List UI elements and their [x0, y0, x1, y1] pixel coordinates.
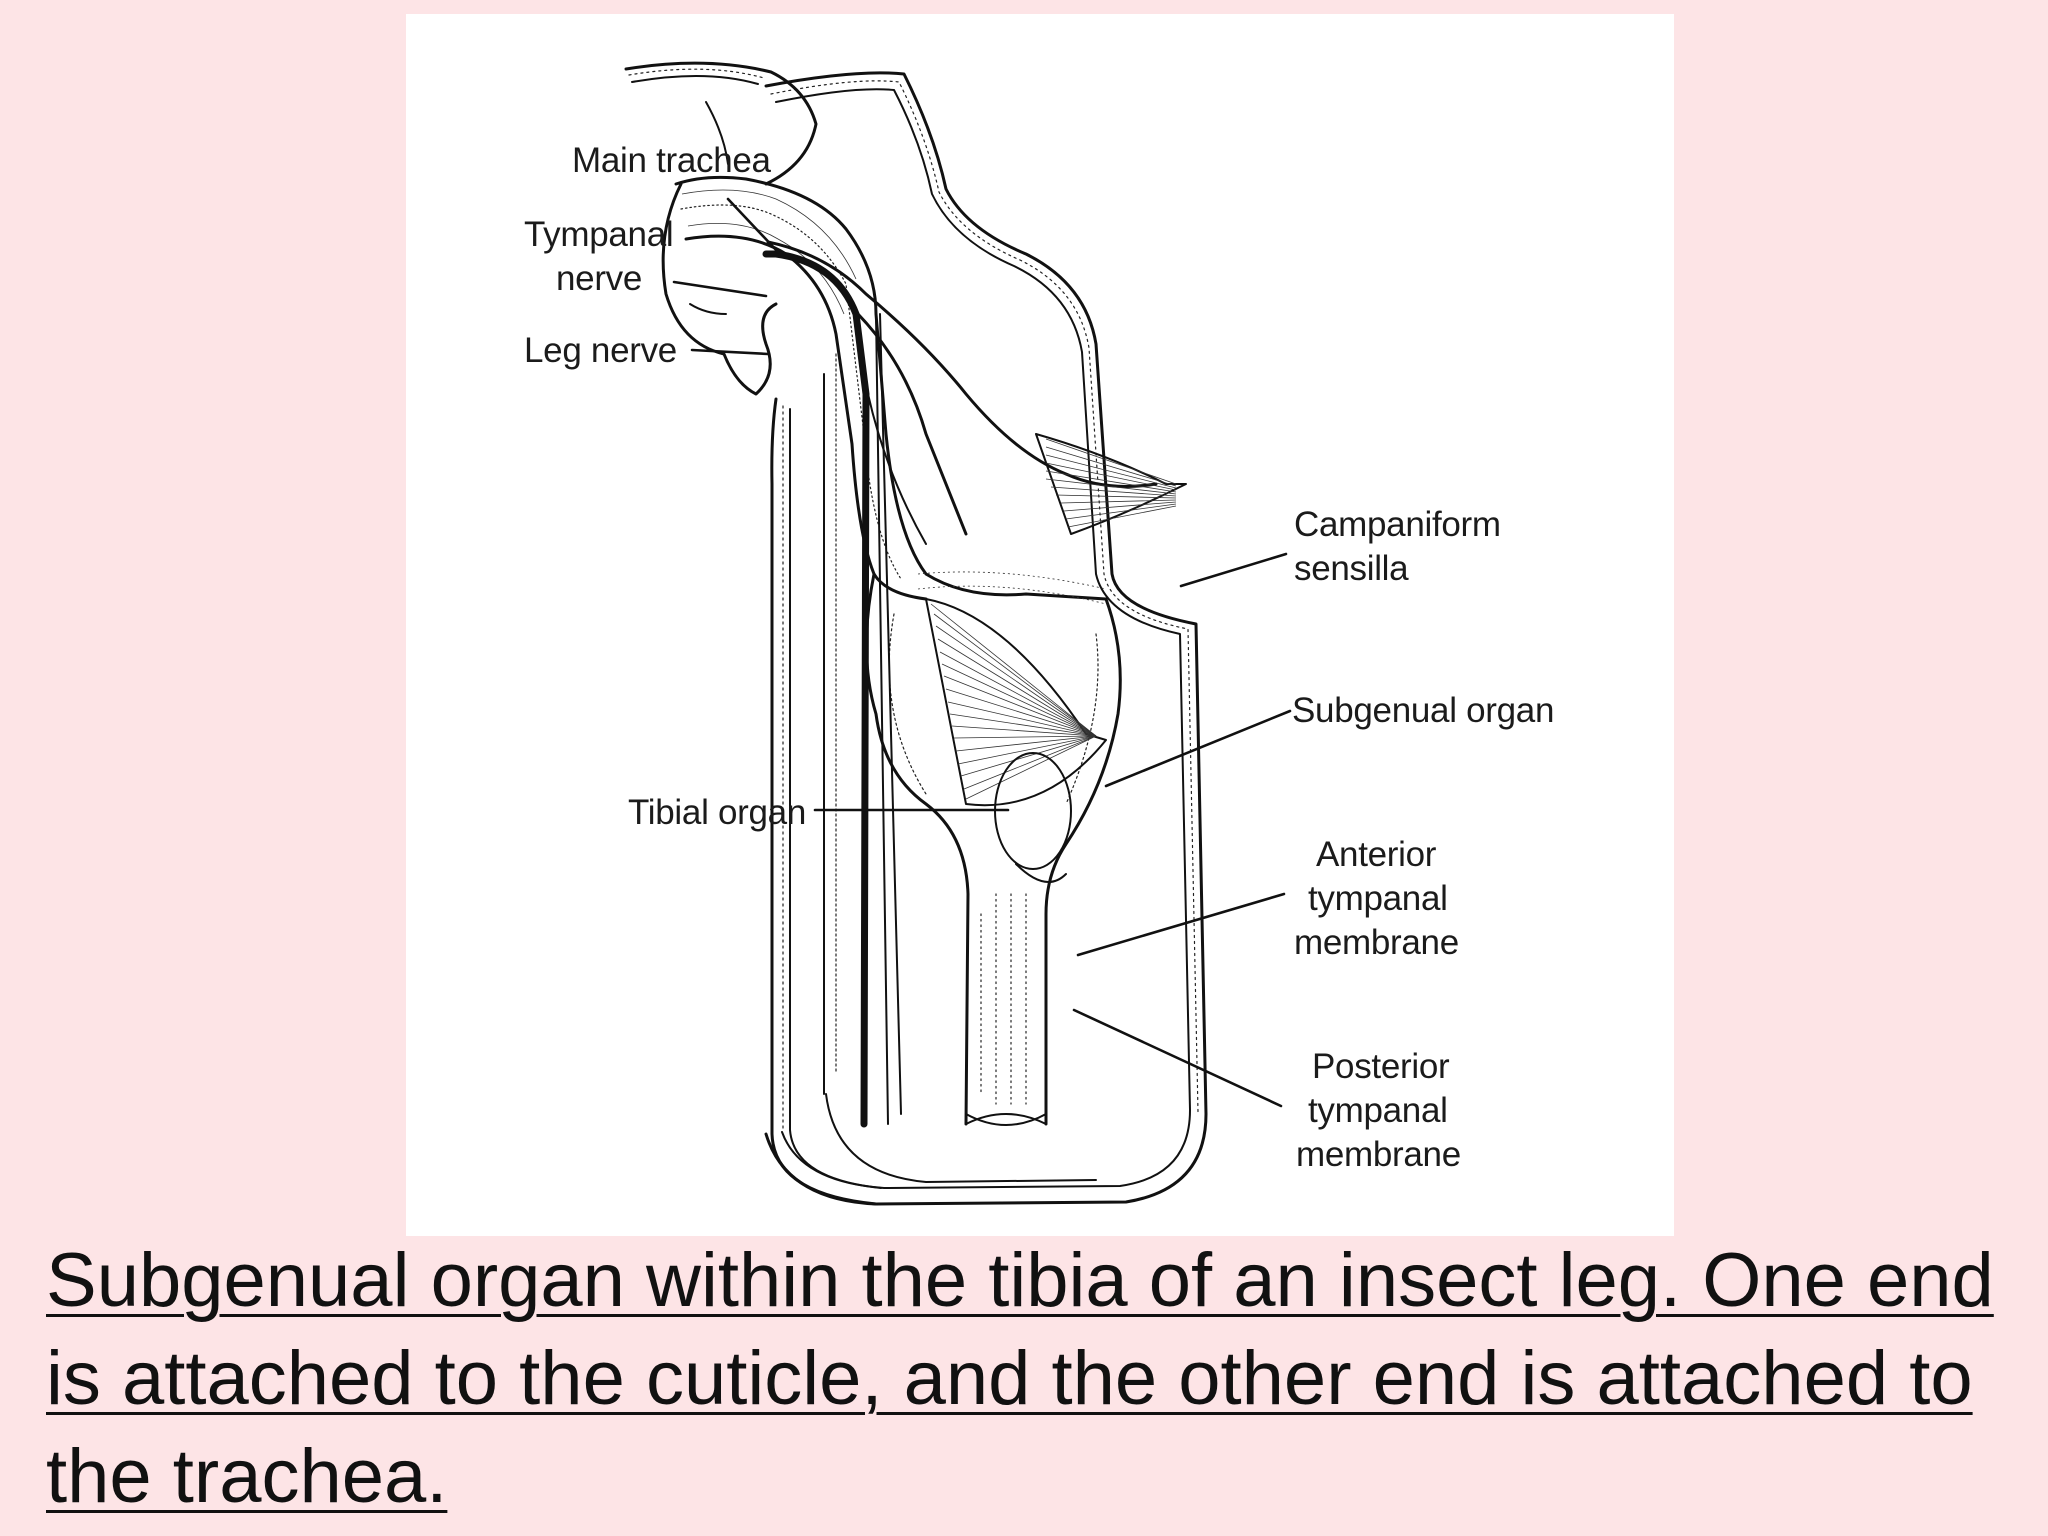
label-anterior-2: tympanal: [1308, 879, 1448, 918]
label-anterior-1: Anterior: [1316, 835, 1437, 874]
campaniform-fan: [1035, 433, 1187, 535]
label-posterior-2: tympanal: [1308, 1091, 1448, 1130]
label-posterior-3: membrane: [1296, 1135, 1461, 1174]
tibia-wall: [624, 61, 1208, 1206]
nerves: [762, 240, 1158, 1128]
subgenual-organ-diagram: Main trachea Tympanal nerve Leg nerve Ca…: [524, 61, 1554, 1206]
subgenual-organ-fan: [925, 598, 1107, 883]
label-tibial-organ: Tibial organ: [628, 793, 806, 832]
diagram-labels: Main trachea Tympanal nerve Leg nerve Ca…: [524, 141, 1554, 1174]
leader-lines: [672, 197, 1292, 1108]
label-main-trachea: Main trachea: [572, 141, 772, 180]
figure-caption: Subgenual organ within the tibia of an i…: [46, 1238, 1994, 1519]
label-campaniform-1: Campaniform: [1294, 505, 1501, 544]
label-anterior-3: membrane: [1294, 923, 1459, 962]
label-tympanal-nerve-2: nerve: [556, 259, 642, 298]
label-subgenual-organ: Subgenual organ: [1292, 691, 1554, 730]
label-tympanal-nerve-1: Tympanal: [524, 215, 673, 254]
label-leg-nerve: Leg nerve: [524, 331, 677, 370]
diagram-figure: Main trachea Tympanal nerve Leg nerve Ca…: [406, 14, 1674, 1236]
label-posterior-1: Posterior: [1312, 1047, 1450, 1086]
label-campaniform-2: sensilla: [1294, 549, 1409, 588]
